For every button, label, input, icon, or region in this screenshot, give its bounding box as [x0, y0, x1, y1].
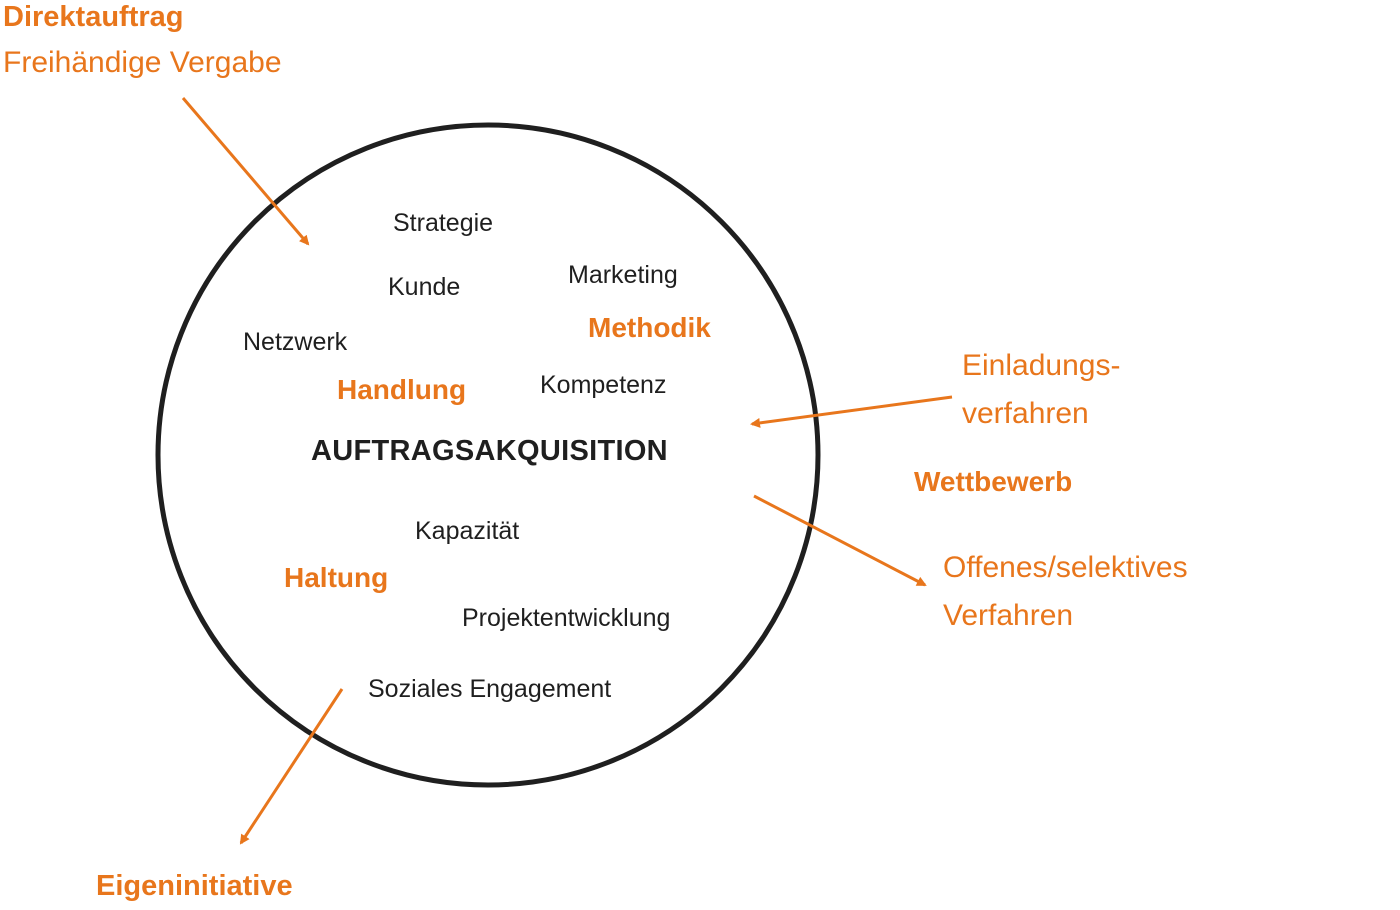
term-soziales-engagement: Soziales Engagement [368, 675, 612, 703]
offenes-verfahren-label-line2: Verfahren [943, 599, 1074, 632]
eigeninitiative-label: Eigeninitiative [96, 870, 293, 902]
category-methodik: Methodik [588, 312, 711, 343]
arrow-offen [753, 494, 927, 587]
einladungsverfahren-label-line1: Einladungs- [962, 349, 1121, 382]
category-haltung: Haltung [284, 562, 389, 593]
wettbewerb-label: Wettbewerb [914, 466, 1073, 497]
einladungsverfahren-label-line2: verfahren [962, 397, 1089, 430]
term-kompetenz: Kompetenz [540, 371, 667, 399]
center-title: AUFTRAGSAKQUISITION [311, 435, 668, 467]
acquisition-circle [155, 122, 821, 788]
arrow-eigeninitiative [239, 688, 344, 845]
category-handlung: Handlung [337, 374, 467, 405]
freihaendige-vergabe-label: Freihändige Vergabe [3, 46, 282, 79]
term-kunde: Kunde [388, 273, 461, 301]
arrow-direktauftrag [181, 97, 310, 246]
arrow-einladung [750, 395, 953, 428]
term-projektentwicklung: Projektentwicklung [462, 604, 671, 632]
term-strategie: Strategie [393, 209, 494, 237]
term-marketing: Marketing [568, 261, 678, 289]
term-kapazitaet: Kapazität [415, 517, 520, 545]
direktauftrag-label: Direktauftrag [3, 1, 184, 33]
term-netzwerk: Netzwerk [243, 328, 348, 356]
offenes-verfahren-label-line1: Offenes/selektives [943, 551, 1188, 584]
